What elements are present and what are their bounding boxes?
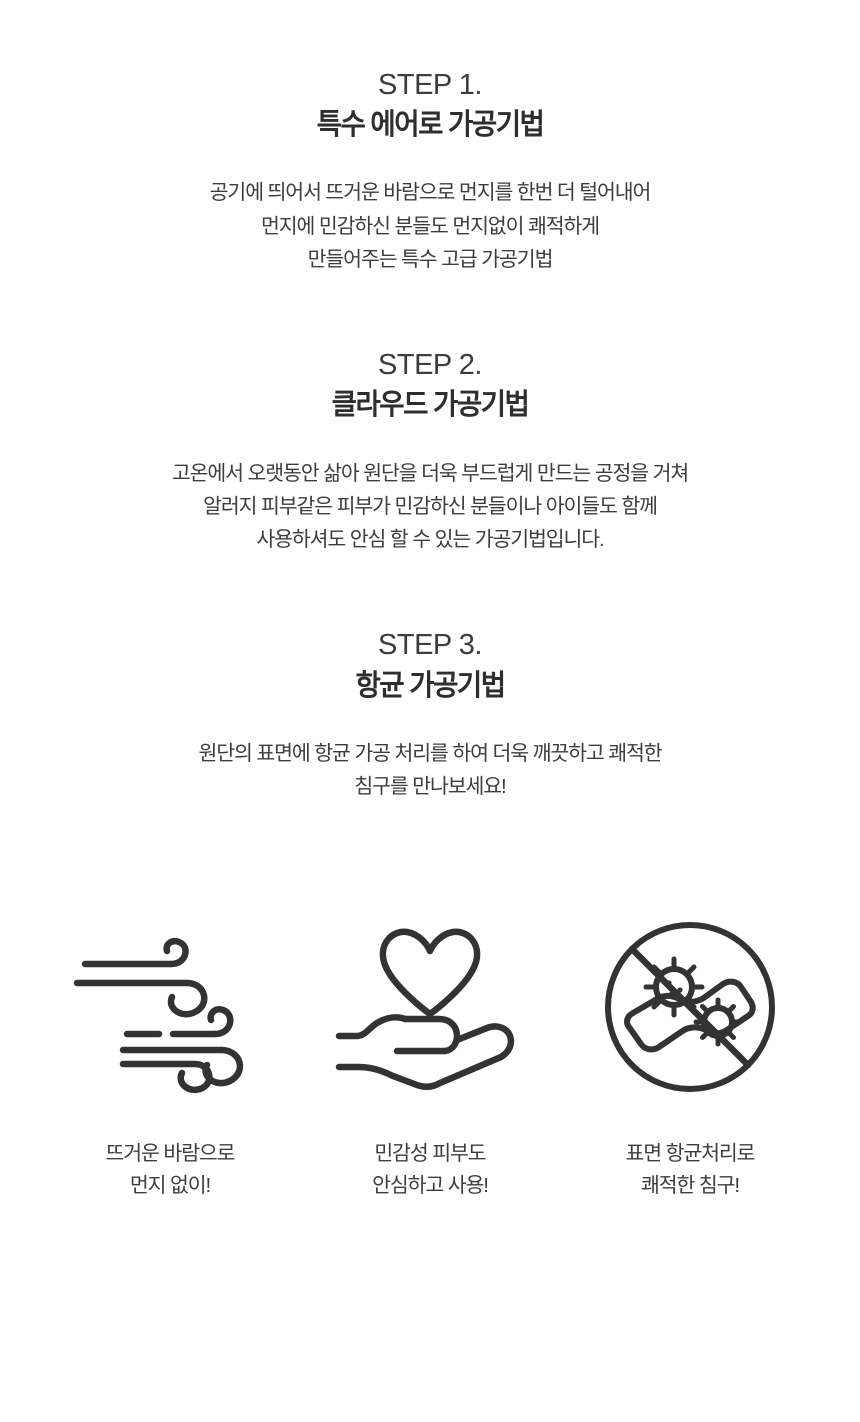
step-3-body: 원단의 표면에 항균 가공 처리를 하여 더욱 깨끗하고 쾌적한 침구를 만나보… xyxy=(0,737,860,803)
feature-caption-antibacterial-line-1: 표면 항균처리로 xyxy=(625,1142,756,1166)
feature-caption-wind: 뜨거운 바람으로 먼지 없이! xyxy=(105,1138,236,1203)
step-section-3: STEP 3. 항균 가공기법 원단의 표면에 항균 가공 처리를 하여 더욱 … xyxy=(0,628,860,803)
feature-caption-sensitive-skin: 민감성 피부도 안심하고 사용! xyxy=(372,1138,489,1203)
feature-caption-wind-line-2: 먼지 없이! xyxy=(129,1174,211,1198)
feature-caption-antibacterial-line-2: 쾌적한 침구! xyxy=(640,1174,740,1198)
feature-caption-sensitive-skin-line-1: 민감성 피부도 xyxy=(374,1142,486,1166)
step-section-1: STEP 1. 특수 에어로 가공기법 공기에 띄어서 뜨거운 바람으로 먼지를… xyxy=(0,68,860,276)
step-3-eyebrow: STEP 3. xyxy=(378,629,482,662)
step-3-body-line-1: 원단의 표면에 항균 가공 처리를 하여 더욱 깨끗하고 쾌적한 xyxy=(198,741,662,765)
step-section-2: STEP 2. 클라우드 가공기법 고온에서 오랫동안 삶아 원단을 더욱 부드… xyxy=(0,348,860,556)
step-1-body-line-1: 공기에 띄어서 뜨거운 바람으로 먼지를 한번 더 털어내어 xyxy=(209,181,652,205)
feature-item-antibacterial: 표면 항균처리로 쾌적한 침구! xyxy=(590,919,790,1223)
step-3-body-line-2: 침구를 만나보세요! xyxy=(354,774,506,798)
feature-caption-antibacterial: 표면 항균처리로 쾌적한 침구! xyxy=(625,1138,756,1203)
feature-caption-sensitive-skin-line-2: 안심하고 사용! xyxy=(372,1174,489,1198)
step-2-body-line-1: 고온에서 오랫동안 삶아 원단을 더욱 부드럽게 만드는 공정을 거쳐 xyxy=(171,461,689,485)
step-1-body: 공기에 띄어서 뜨거운 바람으로 먼지를 한번 더 털어내어 먼지에 민감하신 … xyxy=(0,176,860,276)
step-1-body-line-3: 만들어주는 특수 고급 가공기법 xyxy=(307,247,554,271)
step-2-body-line-3: 사용하셔도 안심 할 수 있는 가공기법입니다. xyxy=(256,527,604,551)
step-2-body: 고온에서 오랫동안 삶아 원단을 더욱 부드럽게 만드는 공정을 거쳐 알러지 … xyxy=(0,457,860,557)
step-2-body-line-2: 알러지 피부같은 피부가 민감하신 분들이나 아이들도 함께 xyxy=(203,494,658,518)
step-1-title: 특수 에어로 가공기법 xyxy=(316,109,545,142)
step-1-eyebrow: STEP 1. xyxy=(378,69,482,101)
feature-item-wind: 뜨거운 바람으로 먼지 없이! xyxy=(70,919,270,1223)
step-1-body-line-2: 먼지에 민감하신 분들도 먼지없이 쾌적하게 xyxy=(260,214,600,238)
heart-in-hand-icon xyxy=(330,919,530,1094)
feature-item-sensitive-skin: 민감성 피부도 안심하고 사용! xyxy=(330,919,530,1223)
step-2-title: 클라우드 가공기법 xyxy=(331,389,530,422)
feature-caption-wind-line-1: 뜨거운 바람으로 xyxy=(105,1142,236,1166)
step-2-eyebrow: STEP 2. xyxy=(378,349,482,382)
wind-icon xyxy=(70,919,270,1094)
step-3-title: 항균 가공기법 xyxy=(355,669,506,702)
no-bacteria-fabric-icon xyxy=(590,919,790,1094)
feature-icon-row: 뜨거운 바람으로 먼지 없이! 민감성 피부도 xyxy=(35,919,825,1223)
